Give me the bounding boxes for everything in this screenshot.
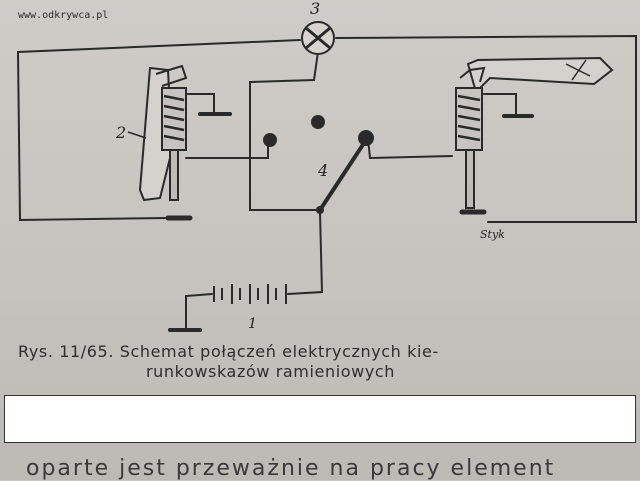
label-3: 3 — [310, 0, 320, 18]
right-relay — [455, 56, 614, 209]
label-2: 2 — [115, 123, 126, 142]
figure-caption: Rys. 11/65. Schemat połączeń elektryczny… — [18, 342, 618, 382]
wire-ground — [185, 293, 213, 331]
label-4: 4 — [317, 161, 328, 180]
lamp — [301, 21, 335, 55]
watermark: www.odkrywca.pl — [18, 10, 109, 21]
wire-battery — [287, 211, 324, 295]
left-relay-ground-wire — [187, 93, 215, 113]
wire-left-relay — [185, 141, 269, 159]
wiring-diagram: 3 2 4 1 Styk — [16, 0, 637, 332]
left-relay — [138, 64, 188, 202]
right-relay-ground-wire — [483, 93, 517, 115]
wire-lamp-down — [249, 51, 321, 211]
battery — [213, 284, 287, 304]
body-text-fragment: oparte jest przeważnie na pracy element — [26, 456, 556, 481]
caption-line-2: runkowskazów ramieniowych — [146, 362, 396, 381]
switch-lever — [318, 138, 368, 212]
wire-outer-left — [16, 39, 301, 222]
switch-pivot — [316, 206, 324, 214]
contact-middle — [311, 115, 325, 129]
contact-right — [358, 130, 374, 146]
label-styk: Styk — [480, 228, 505, 241]
label-1: 1 — [248, 316, 257, 332]
leader-2 — [127, 131, 147, 139]
contact-left — [263, 133, 277, 147]
wire-right-relay — [367, 137, 453, 160]
wire-outer-right — [335, 34, 637, 223]
redaction-band — [4, 395, 636, 443]
caption-line-1: Rys. 11/65. Schemat połączeń elektryczny… — [18, 342, 439, 361]
